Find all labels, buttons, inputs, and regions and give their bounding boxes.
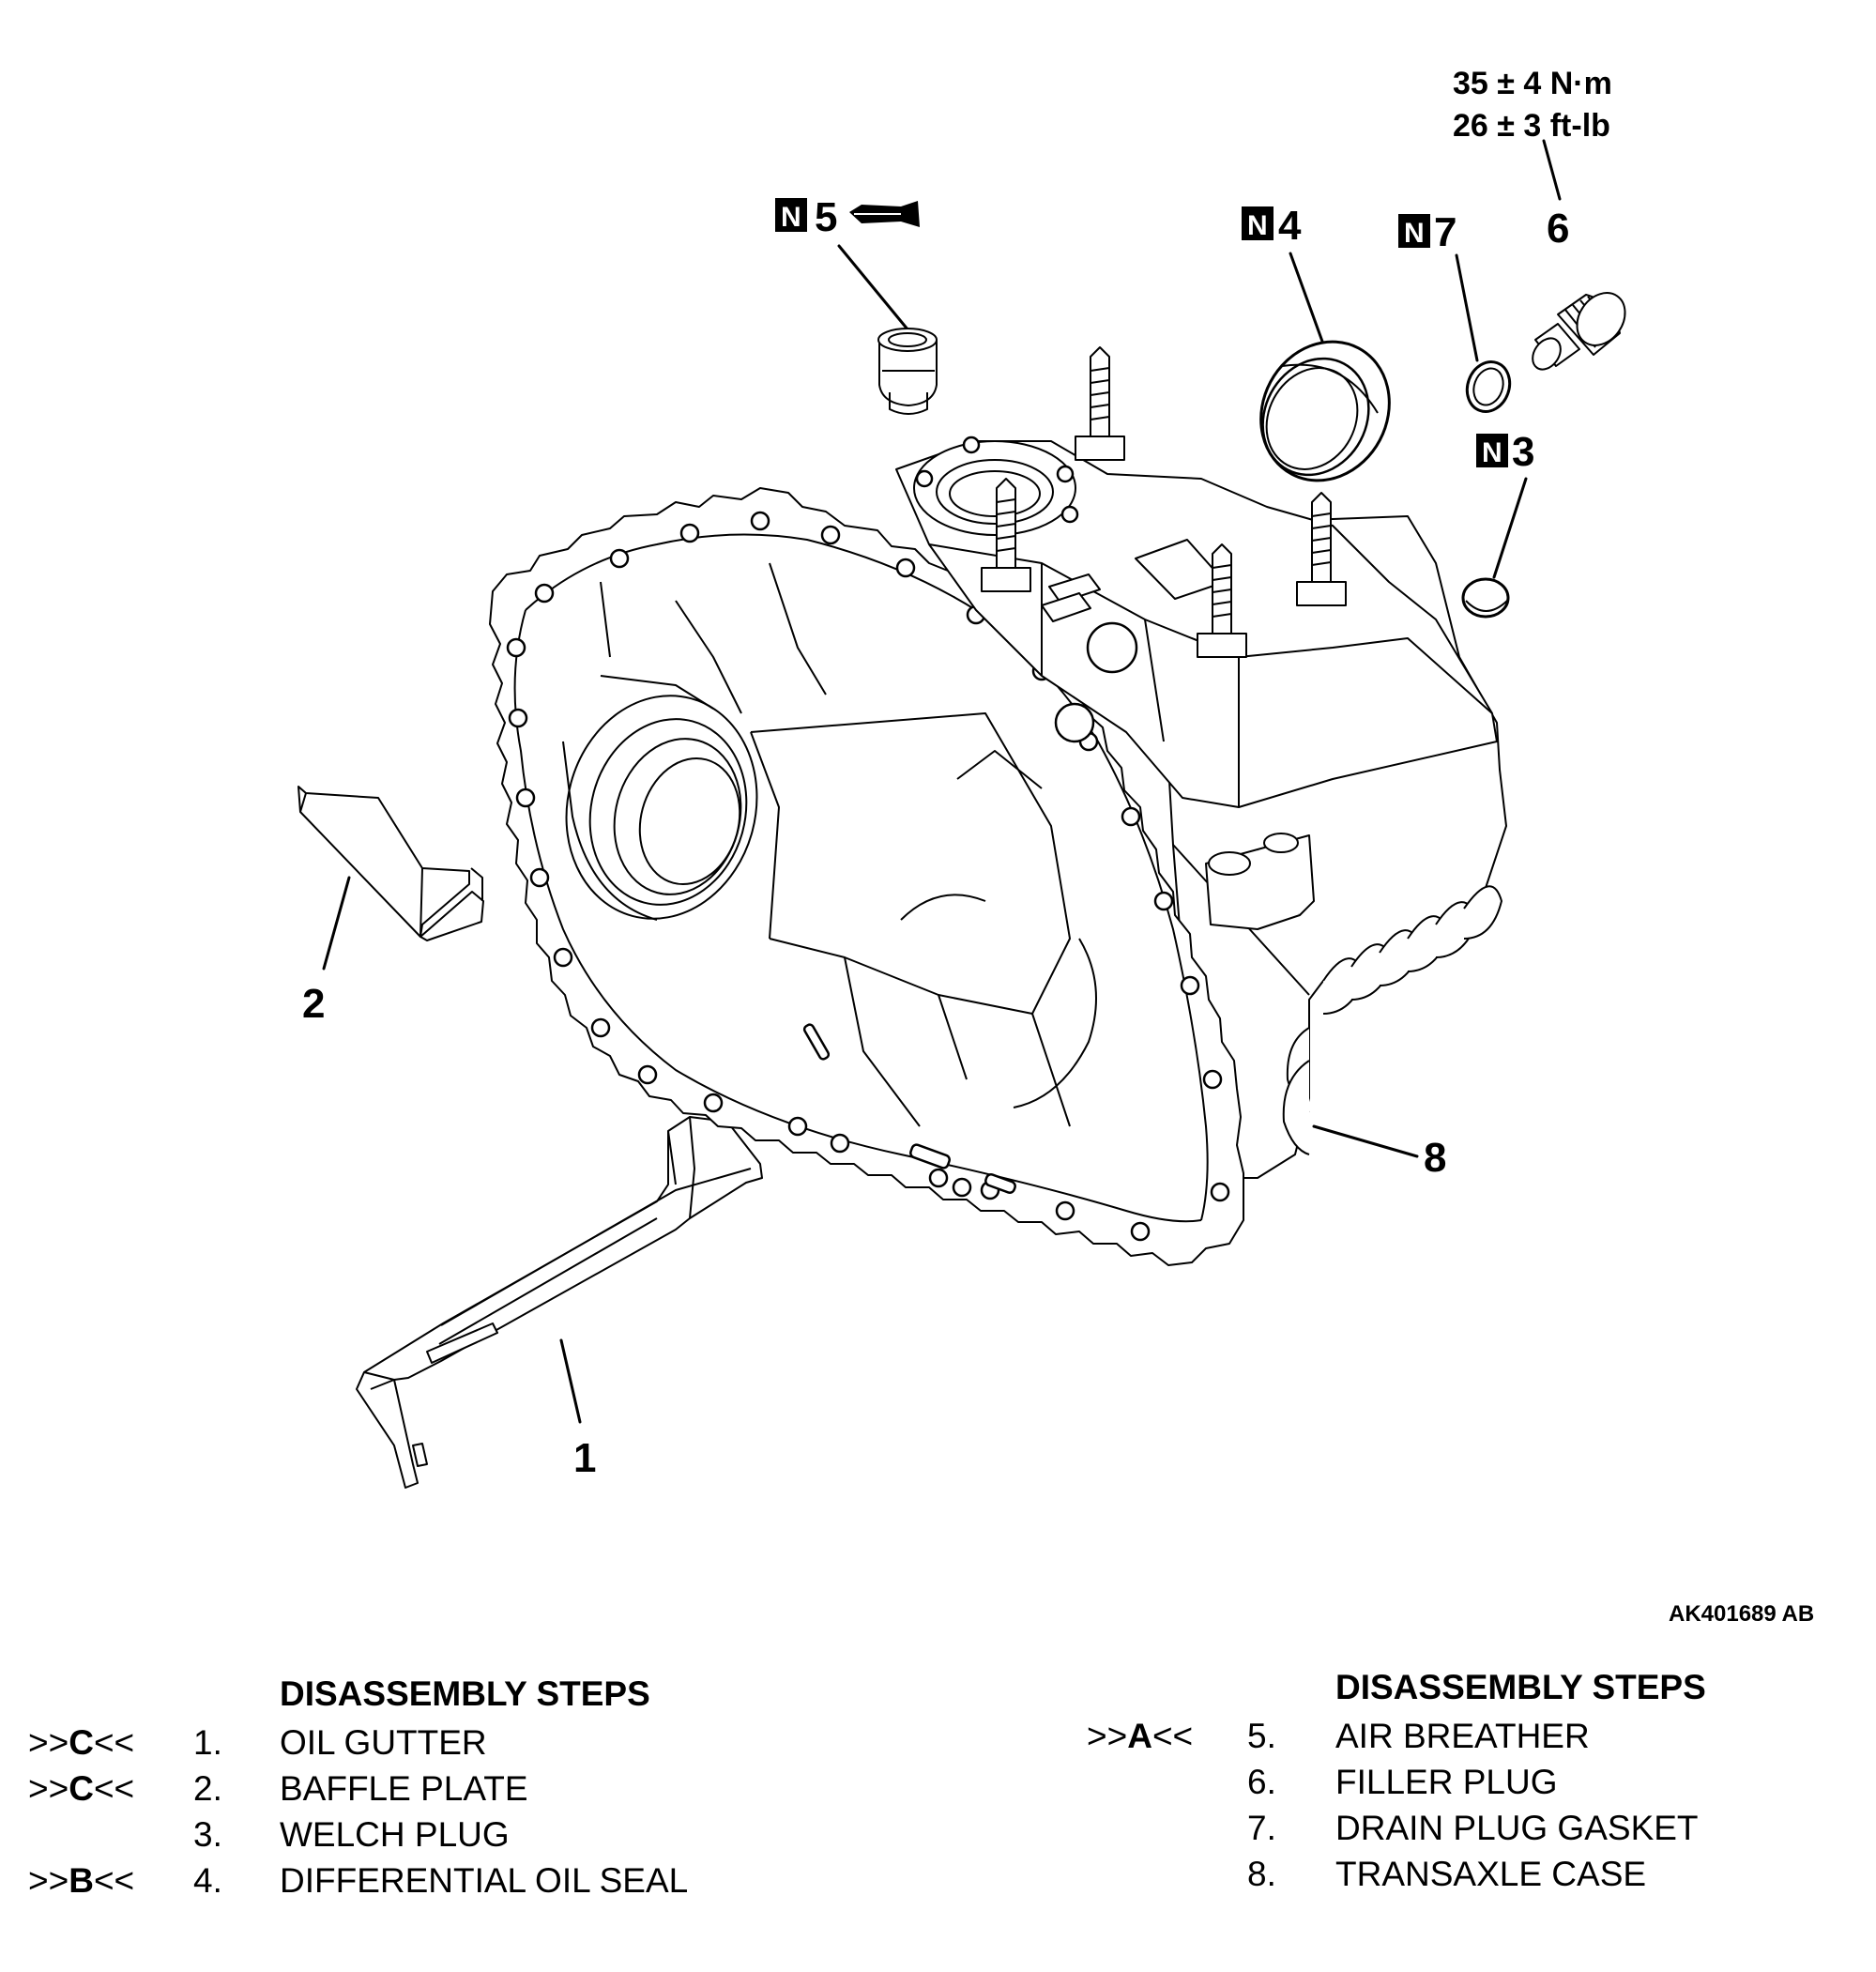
step-row: >>C<< 2. BAFFLE PLATE [28, 1766, 798, 1811]
step-reference: >>A<< [1087, 1717, 1194, 1755]
welch-plug-part [1461, 577, 1510, 619]
step-number: 1. [193, 1723, 222, 1762]
svg-text:5: 5 [815, 194, 837, 240]
svg-text:N: N [1404, 218, 1425, 249]
step-row: >>A<< 5. AIR BREATHER [1087, 1713, 1819, 1759]
step-row: 6. FILLER PLUG [1087, 1759, 1819, 1805]
steps-heading: DISASSEMBLY STEPS [280, 1674, 650, 1713]
step-row: 7. DRAIN PLUG GASKET [1087, 1805, 1819, 1851]
new-part-badge: N [1242, 206, 1274, 241]
differential-bore [562, 695, 758, 921]
svg-text:4: 4 [1278, 203, 1302, 249]
step-name: OIL GUTTER [280, 1723, 487, 1762]
step-name: DIFFERENTIAL OIL SEAL [280, 1861, 689, 1900]
step-row: 8. TRANSAXLE CASE [1087, 1851, 1819, 1897]
svg-text:N: N [781, 202, 801, 233]
step-name: DRAIN PLUG GASKET [1335, 1809, 1699, 1847]
callout-4: N 4 [1242, 203, 1302, 249]
step-number: 6. [1247, 1763, 1276, 1801]
step-row: >>C<< 1. OIL GUTTER [28, 1720, 798, 1766]
new-part-badge: N [775, 198, 807, 233]
callout-2: 2 [302, 981, 325, 1027]
drain-plug-gasket-part [1465, 360, 1512, 413]
differential-oil-seal-part [1259, 340, 1391, 482]
step-reference: >>C<< [28, 1723, 135, 1762]
step-row: 3. WELCH PLUG [28, 1811, 798, 1857]
disassembly-steps-left: DISASSEMBLY STEPS >>C<< 1. OIL GUTTER >>… [28, 1671, 798, 1903]
step-name: BAFFLE PLATE [280, 1769, 528, 1808]
callout-8: 8 [1424, 1135, 1446, 1181]
svg-text:N: N [1482, 437, 1502, 468]
air-breather-part [877, 328, 938, 415]
step-reference: >>C<< [28, 1769, 135, 1808]
leader-lines [322, 139, 1562, 1424]
flange-bolt-holes [506, 511, 1230, 1242]
callout-5: N 5 [775, 194, 920, 240]
step-number: 2. [193, 1769, 222, 1808]
filler-plug-part [1532, 292, 1626, 371]
step-number: 4. [193, 1861, 222, 1900]
baffle-plate-part [297, 786, 484, 941]
transaxle-case-part [489, 346, 1507, 1266]
step-number: 8. [1247, 1855, 1276, 1893]
sealant-tube-icon [849, 201, 920, 227]
step-number: 7. [1247, 1809, 1276, 1847]
step-name: AIR BREATHER [1335, 1717, 1590, 1755]
torque-spec-metric: 35 ± 4 N·m [1453, 66, 1612, 101]
step-number: 5. [1247, 1717, 1276, 1755]
step-number: 3. [193, 1815, 222, 1854]
step-name: WELCH PLUG [280, 1815, 510, 1854]
torque-spec-imperial: 26 ± 3 ft-lb [1453, 108, 1610, 144]
new-part-badge: N [1398, 214, 1430, 249]
callout-3: N 3 [1476, 429, 1534, 475]
stud-bolts [981, 346, 1347, 658]
figure-id: AK401689 AB [1669, 1601, 1814, 1627]
svg-text:7: 7 [1434, 209, 1457, 255]
oil-gutter-part [356, 1116, 763, 1489]
housing-ribs [1282, 885, 1502, 1155]
callout-6: 6 [1547, 206, 1569, 252]
step-name: FILLER PLUG [1335, 1763, 1558, 1801]
new-part-badge: N [1476, 434, 1508, 468]
step-reference: >>B<< [28, 1861, 135, 1900]
callout-1: 1 [573, 1435, 596, 1481]
step-name: TRANSAXLE CASE [1335, 1855, 1647, 1893]
callout-7: N 7 [1398, 209, 1457, 255]
svg-text:3: 3 [1512, 429, 1534, 475]
disassembly-steps-right: DISASSEMBLY STEPS >>A<< 5. AIR BREATHER … [1087, 1664, 1819, 1897]
svg-text:N: N [1247, 210, 1268, 241]
steps-heading: DISASSEMBLY STEPS [1335, 1668, 1706, 1706]
step-row: >>B<< 4. DIFFERENTIAL OIL SEAL [28, 1857, 798, 1903]
